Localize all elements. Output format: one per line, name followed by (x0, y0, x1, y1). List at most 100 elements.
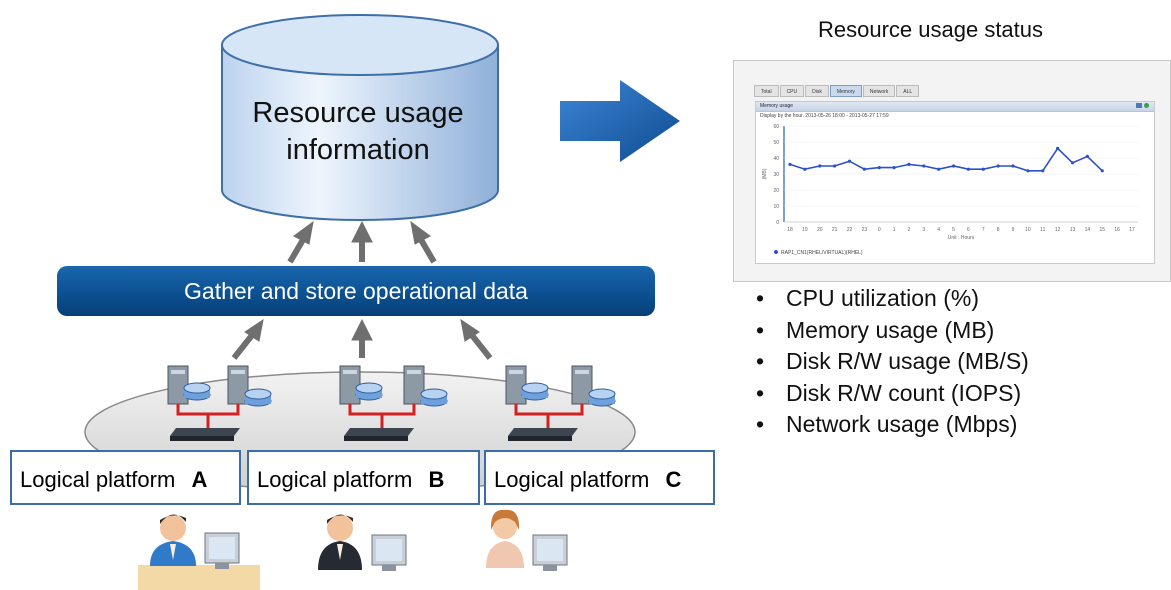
x-tick-label: 16 (1114, 227, 1120, 233)
data-point (788, 162, 792, 166)
platform-a-box: Logical platform A (10, 450, 241, 505)
y-tick-label: 60 (773, 124, 779, 130)
x-axis-label: Unit : Hours (948, 235, 975, 241)
platform-b-label: Logical platform (257, 467, 413, 492)
data-point (847, 159, 852, 163)
x-tick-label: 9 (1012, 227, 1015, 233)
x-tick-label: 6 (967, 227, 970, 233)
tab-cpu[interactable]: CPU (779, 85, 805, 97)
user-a-icon (138, 514, 260, 590)
data-point (966, 167, 971, 171)
y-tick-label: 0 (776, 220, 779, 226)
y-tick-label: 40 (773, 156, 779, 162)
platform-c-box: Logical platform C (484, 450, 715, 505)
data-point (818, 164, 822, 168)
data-point (1070, 161, 1075, 165)
x-tick-label: 21 (832, 227, 838, 233)
database-title-line1: Resource usage (252, 97, 464, 129)
x-tick-label: 7 (982, 227, 985, 233)
x-tick-label: 5 (952, 227, 955, 233)
series-line (789, 147, 1103, 172)
y-tick-label: 20 (773, 188, 779, 194)
platform-c-letter: C (665, 467, 682, 492)
user-b-icon (318, 514, 407, 571)
data-point (803, 167, 807, 171)
tab-bar: Total CPU Disk Memory Network ALL (754, 85, 920, 97)
metric-item: •Memory usage (MB) (756, 316, 995, 343)
x-tick-label: 12 (1055, 227, 1061, 233)
data-point (937, 167, 941, 171)
data-point (833, 164, 837, 168)
memory-usage-range: Display by the hour. 2013-05-26 18:00 - … (760, 113, 889, 119)
status-screenshot: Total CPU Disk Memory Network ALL Memory… (733, 60, 1171, 282)
platform-c-label: Logical platform (494, 467, 650, 492)
x-tick-label: 11 (1040, 227, 1045, 233)
memory-usage-title: Memory usage (760, 103, 794, 109)
x-tick-label: 13 (1070, 227, 1076, 233)
database-cylinder (221, 14, 499, 221)
data-point (862, 167, 866, 171)
data-point (996, 164, 1000, 168)
upload-arrows-upper (287, 220, 437, 264)
upload-arrows-lower (231, 318, 493, 360)
x-tick-label: 2 (908, 227, 911, 233)
y-axis-label: (MB) (762, 168, 768, 179)
user-c-icon (486, 509, 568, 571)
x-tick-label: 10 (1025, 227, 1031, 233)
data-point (981, 167, 985, 171)
tab-network[interactable]: Network (862, 85, 896, 97)
x-tick-label: 22 (847, 227, 853, 233)
data-point (1085, 154, 1089, 158)
metric-item: •Disk R/W count (IOPS) (756, 379, 1022, 406)
platform-b-letter: B (428, 467, 445, 492)
tab-total[interactable]: Total (754, 85, 779, 97)
database-title-line2: information (286, 134, 430, 166)
x-tick-label: 4 (937, 227, 940, 233)
data-point (1011, 164, 1015, 168)
refresh-icon[interactable] (1144, 103, 1149, 108)
data-point (951, 164, 956, 168)
data-point (877, 166, 881, 170)
server-group-a (167, 365, 272, 441)
legend-marker (774, 250, 778, 254)
data-point (1026, 169, 1030, 173)
server-group-c (505, 365, 616, 441)
data-point (1100, 169, 1104, 173)
x-tick-label: 20 (817, 227, 823, 233)
legend-label: RAP1_CN1(RHEL/VIRTUAL)(RHEL) (781, 250, 863, 256)
tab-memory[interactable]: Memory (829, 85, 862, 97)
y-tick-label: 10 (773, 204, 779, 210)
save-icon[interactable] (1136, 103, 1142, 108)
database-title: Resource usage information (218, 95, 498, 169)
data-point (1041, 169, 1045, 173)
y-tick-label: 50 (773, 140, 779, 146)
big-arrow-right-icon (560, 80, 680, 162)
server-group-b (339, 365, 448, 441)
data-point (892, 166, 896, 170)
platform-a-letter: A (191, 467, 208, 492)
metric-item: •Network usage (Mbps) (756, 411, 1018, 437)
memory-usage-panel: Memory usage Display by the hour. 2013-0… (755, 101, 1155, 264)
x-tick-label: 15 (1099, 227, 1105, 233)
x-tick-label: 14 (1085, 227, 1091, 233)
x-tick-label: 0 (878, 227, 881, 233)
x-tick-label: 23 (862, 227, 868, 233)
status-panel-title: Resource usage status (818, 17, 1044, 42)
memory-usage-header: Memory usage (756, 102, 1154, 112)
x-tick-label: 8 (997, 227, 1000, 233)
metric-item: •CPU utilization (%) (756, 285, 979, 311)
platform-b-box: Logical platform B (247, 450, 480, 505)
x-tick-label: 3 (922, 227, 925, 233)
platform-a-label: Logical platform (20, 467, 176, 492)
tab-disk[interactable]: Disk (805, 85, 829, 97)
x-tick-label: 19 (802, 227, 808, 233)
x-tick-label: 17 (1129, 227, 1135, 233)
tab-all[interactable]: ALL (896, 85, 920, 97)
y-tick-label: 30 (773, 172, 779, 178)
data-point (907, 162, 911, 166)
x-tick-label: 1 (893, 227, 896, 233)
gather-banner: Gather and store operational data (57, 266, 655, 316)
x-tick-label: 18 (787, 227, 793, 233)
data-point (1056, 146, 1060, 150)
